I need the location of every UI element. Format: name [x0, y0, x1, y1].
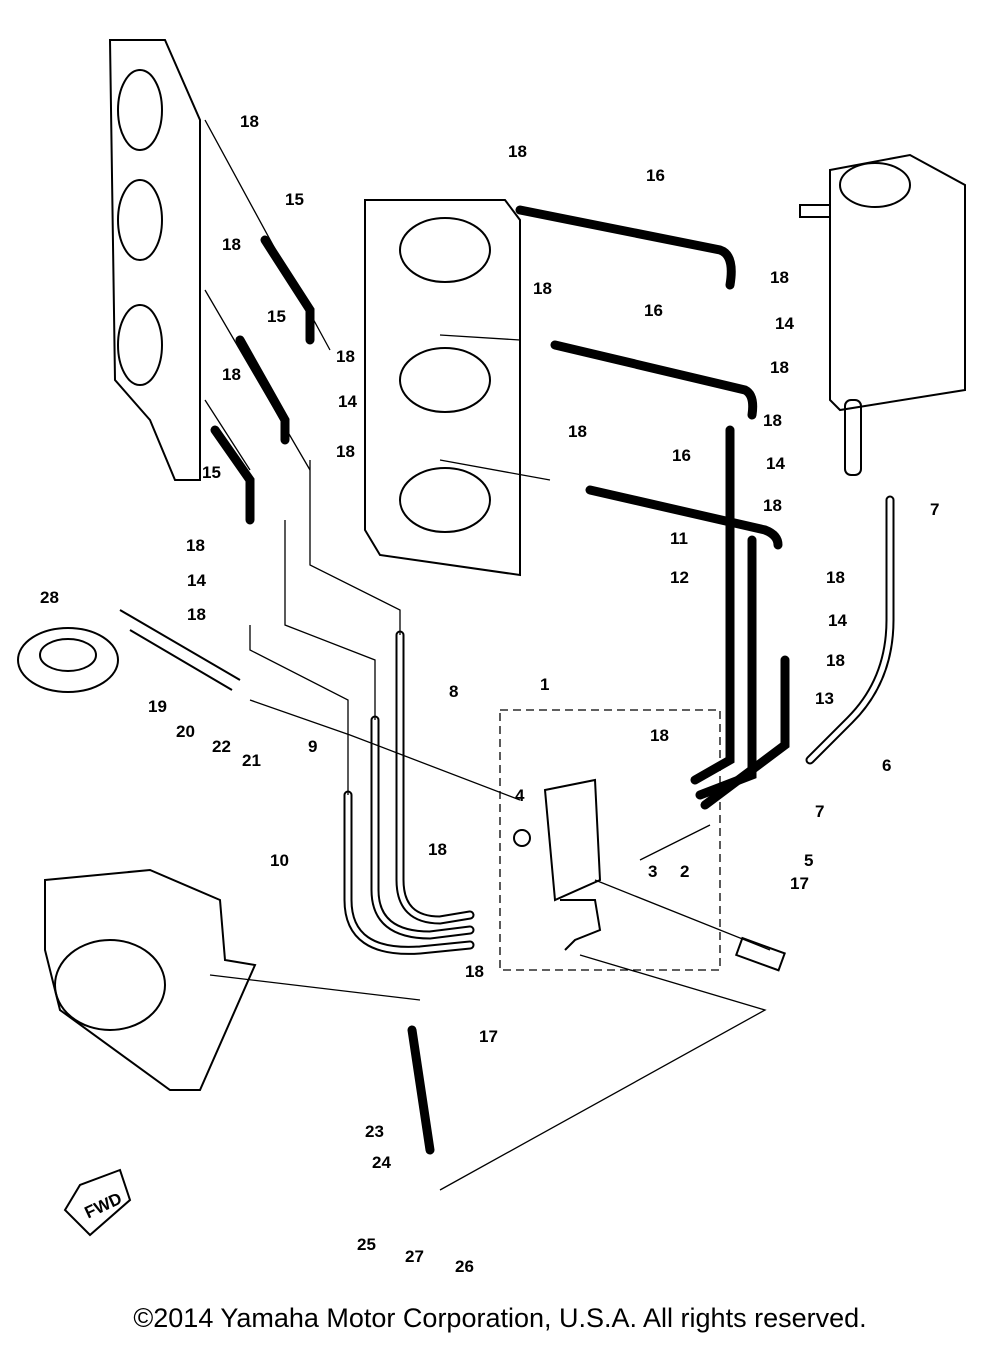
callout-18: 18	[770, 358, 789, 377]
fwd-label: FWD	[82, 1189, 125, 1223]
callout-17: 17	[479, 1027, 498, 1046]
crankcase-section	[44, 868, 257, 1091]
callout-18: 18	[465, 962, 484, 981]
callout-3: 3	[648, 862, 657, 881]
copyright-notice: ©2014 Yamaha Motor Corporation, U.S.A. A…	[133, 1303, 867, 1333]
callout-21: 21	[242, 751, 261, 770]
callout-24: 24	[372, 1153, 391, 1172]
oil-tank	[799, 153, 966, 476]
callout-labels: 1815181518141818151814182819202221981018…	[40, 112, 939, 1276]
callout-14: 14	[187, 571, 206, 590]
callout-18: 18	[428, 840, 447, 859]
callout-14: 14	[775, 314, 794, 333]
callout-12: 12	[670, 568, 689, 587]
callout-27: 27	[405, 1247, 424, 1266]
callout-11: 11	[670, 529, 688, 548]
callout-18: 18	[826, 568, 845, 587]
callout-16: 16	[672, 446, 691, 465]
callout-18: 18	[336, 442, 355, 461]
callout-8: 8	[449, 682, 458, 701]
callout-26: 26	[455, 1257, 474, 1276]
callout-18: 18	[336, 347, 355, 366]
center-intake-manifold	[364, 199, 521, 577]
callout-15: 15	[285, 190, 304, 209]
callout-5: 5	[804, 851, 813, 870]
callout-18: 18	[186, 536, 205, 555]
callout-18: 18	[222, 235, 241, 254]
callout-18: 18	[770, 268, 789, 287]
callout-9: 9	[308, 737, 317, 756]
filler-cap	[17, 609, 241, 693]
callout-7: 7	[815, 802, 824, 821]
left-intake-manifold	[108, 39, 201, 481]
callout-6: 6	[882, 756, 891, 775]
callout-18: 18	[650, 726, 669, 745]
leader-lines	[204, 119, 771, 1191]
callout-15: 15	[202, 463, 221, 482]
callout-14: 14	[766, 454, 785, 473]
callout-18: 18	[568, 422, 587, 441]
callout-10: 10	[270, 851, 289, 870]
callout-18: 18	[763, 411, 782, 430]
callout-14: 14	[828, 611, 847, 630]
callout-20: 20	[176, 722, 195, 741]
callout-18: 18	[826, 651, 845, 670]
callout-23: 23	[365, 1122, 384, 1141]
callout-18: 18	[187, 605, 206, 624]
callout-22: 22	[212, 737, 231, 756]
callout-25: 25	[357, 1235, 376, 1254]
callout-19: 19	[148, 697, 167, 716]
callout-13: 13	[815, 689, 834, 708]
parts-diagram: FWD 181518151814181815181418281920222198…	[17, 39, 966, 1276]
callout-2: 2	[680, 862, 689, 881]
callout-15: 15	[267, 307, 286, 326]
callout-14: 14	[338, 392, 357, 411]
callout-16: 16	[644, 301, 663, 320]
forward-direction-marker: FWD	[63, 1168, 132, 1237]
oil-hoses	[210, 205, 895, 1155]
callout-28: 28	[40, 588, 59, 607]
callout-18: 18	[763, 496, 782, 515]
callout-18: 18	[222, 365, 241, 384]
callout-18: 18	[508, 142, 527, 161]
callout-18: 18	[240, 112, 259, 131]
callout-17: 17	[790, 874, 809, 893]
callout-16: 16	[646, 166, 665, 185]
callout-18: 18	[533, 279, 552, 298]
callout-1: 1	[540, 675, 549, 694]
callout-4: 4	[515, 786, 525, 805]
callout-7: 7	[930, 500, 939, 519]
oil-injection-pump	[499, 709, 786, 972]
